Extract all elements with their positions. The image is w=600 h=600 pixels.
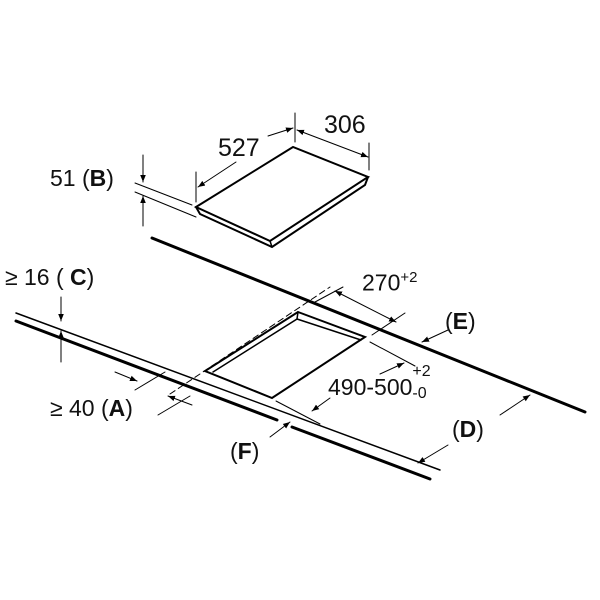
label-a-close: ) [125, 395, 133, 421]
label-b-letter: B [89, 165, 107, 191]
label-16-c: ≥ 16 ( C) [5, 266, 94, 289]
label-a-letter: A [108, 395, 126, 421]
dimension-d [417, 394, 531, 464]
dimension-490-500 [275, 341, 416, 425]
label-e-letter: E [452, 308, 469, 334]
label-f: (F) [230, 440, 259, 463]
label-f-close: ) [251, 438, 260, 464]
dimension-527 [195, 112, 370, 203]
dimension-270 [314, 286, 406, 336]
arrow-e [421, 329, 449, 343]
worktop-back-edge [150, 236, 587, 414]
label-527: 527 [218, 134, 260, 162]
label-f-open: ( [230, 438, 238, 464]
label-490-tol-minus: -0 [412, 385, 427, 402]
label-270: 270+2 [362, 270, 417, 295]
label-a-value: ≥ 40 ( [50, 395, 109, 421]
label-d-letter: D [459, 416, 477, 442]
dimension-a [114, 371, 193, 416]
label-51-b: 51 (B) [50, 167, 114, 190]
label-306: 306 [324, 111, 366, 139]
label-270-tolerance: +2 [400, 269, 418, 286]
dimension-51 [134, 154, 197, 227]
label-c-letter: C [70, 264, 87, 290]
label-51-value: 51 ( [50, 165, 90, 191]
label-e-open: ( [445, 308, 453, 334]
label-d-close: ) [476, 416, 484, 442]
label-490-tol-plus: +2 [412, 363, 431, 380]
label-d: (D) [452, 418, 484, 441]
label-270-value: 270 [362, 269, 401, 296]
label-e: (E) [445, 310, 476, 333]
label-f-letter: F [237, 438, 252, 464]
label-40-a: ≥ 40 (A) [50, 397, 133, 420]
hob-appliance [193, 145, 371, 249]
label-e-close: ) [468, 308, 476, 334]
cutout [169, 286, 368, 400]
label-d-open: ( [452, 416, 460, 442]
label-c-value: ≥ 16 ( [5, 264, 71, 290]
label-b-close: ) [106, 165, 114, 191]
label-c-close: ) [86, 264, 95, 290]
arrow-f [269, 421, 291, 438]
label-490-500: 490-500+2 -0 [328, 364, 431, 404]
label-490-500-value: 490-500 [328, 374, 413, 401]
